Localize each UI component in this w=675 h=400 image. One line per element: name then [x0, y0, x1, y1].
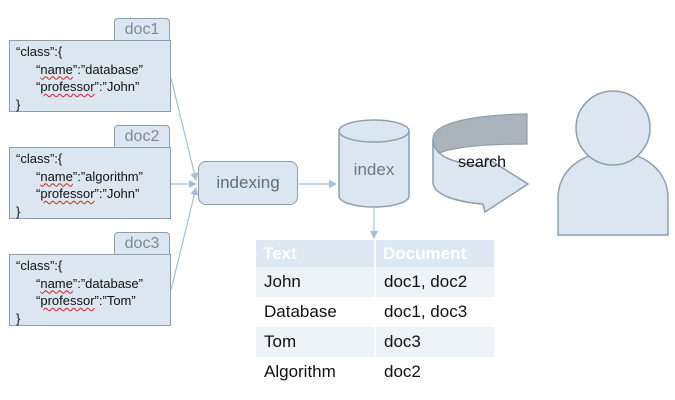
doc1-line-professor: “professor”:”John” — [36, 79, 140, 94]
doc3-line-name: “name”:”database” — [36, 275, 143, 291]
arrow-doc3-to-indexing — [170, 187, 199, 291]
doc3-json-box: “class”:{ “name”:”database” “professor”:… — [9, 254, 171, 326]
doc2-line-class: “class”:{ — [16, 151, 63, 166]
doc1-line-close: } — [16, 96, 21, 112]
inverted-index-table: Text Document John doc1, doc2 Database d… — [256, 240, 494, 387]
doc3-tab: doc3 — [114, 232, 170, 254]
search-curved-arrow-icon — [432, 113, 530, 214]
cell-text: Database — [256, 297, 375, 327]
table-row: Database doc1, doc3 — [256, 297, 494, 327]
doc2-line-professor: “professor”:”John” — [36, 186, 140, 201]
doc3-line-close: } — [16, 310, 21, 326]
cell-text: Algorithm — [256, 357, 375, 387]
doc2-tab: doc2 — [114, 125, 170, 147]
user-avatar-icon — [557, 90, 669, 236]
table-row: John doc1, doc2 — [256, 267, 494, 297]
cell-document: doc1, doc2 — [374, 267, 494, 297]
cell-document: doc1, doc3 — [374, 297, 494, 327]
table-row: Tom doc3 — [256, 327, 494, 357]
doc3-line-professor: “professor”:”Tom” — [36, 293, 136, 308]
doc2-line-close: } — [16, 203, 21, 219]
header-document: Document — [374, 240, 494, 267]
header-text: Text — [256, 240, 375, 267]
cell-text: Tom — [256, 327, 375, 357]
doc1-line-name: “name”:”database” — [36, 61, 143, 77]
arrow-doc1-to-indexing — [170, 77, 199, 181]
table-row: Algorithm doc2 — [256, 357, 494, 387]
index-cylinder-icon — [338, 119, 410, 208]
cell-document: doc2 — [374, 357, 494, 387]
search-label: search — [457, 154, 507, 171]
doc1-tab: doc1 — [114, 18, 170, 40]
cell-text: John — [256, 267, 375, 297]
indexing-box: indexing — [198, 161, 298, 205]
table-header-row: Text Document — [256, 240, 494, 267]
doc1-json-box: “class”:{ “name”:”database” “professor”:… — [9, 40, 171, 112]
doc2-line-name: “name”:”algorithm” — [36, 168, 143, 184]
doc1-line-class: “class”:{ — [16, 44, 63, 59]
cell-document: doc3 — [374, 327, 494, 357]
doc3-line-class: “class”:{ — [16, 258, 63, 273]
index-label: index — [353, 160, 395, 179]
doc2-json-box: “class”:{ “name”:”algorithm” “professor”… — [9, 147, 171, 219]
